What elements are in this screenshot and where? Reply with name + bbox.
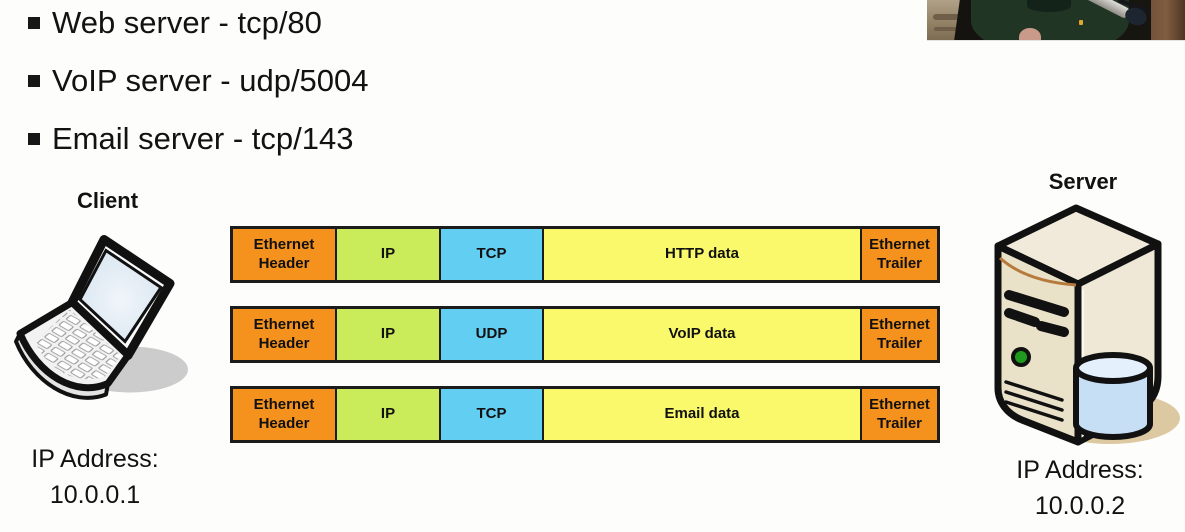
- bullet-label: VoIP server - udp/5004: [52, 63, 369, 98]
- server-ip-address: 10.0.0.2: [1034, 492, 1126, 520]
- segment-payload: Email data: [544, 389, 862, 440]
- segment-transport: UDP: [441, 309, 544, 360]
- packet-row-voip: Ethernet Header IP UDP VoIP data Etherne…: [230, 306, 940, 363]
- server-ip-label: IP Address:: [1016, 456, 1144, 484]
- bullet-item: VoIP server - udp/5004: [28, 62, 369, 120]
- segment-transport: TCP: [441, 229, 544, 280]
- segment-ethernet-header: Ethernet Header: [233, 229, 337, 280]
- bullet-icon: [28, 17, 40, 29]
- bullet-item: Email server - tcp/143: [28, 120, 369, 178]
- client-title: Client: [76, 188, 139, 213]
- client-ip: IP Address: 10.0.0.1: [0, 441, 190, 513]
- laptop-icon: [14, 235, 188, 400]
- shirt-logo: [1079, 20, 1083, 25]
- segment-ethernet-trailer: Ethernet Trailer: [862, 229, 937, 280]
- database-icon: [1073, 352, 1153, 440]
- bullet-label: Web server - tcp/80: [52, 5, 322, 40]
- server-title: Server: [1048, 169, 1118, 194]
- packet-row-email: Ethernet Header IP TCP Email data Ethern…: [230, 386, 940, 443]
- packet-row-http: Ethernet Header IP TCP HTTP data Etherne…: [230, 226, 940, 283]
- segment-ethernet-header: Ethernet Header: [233, 389, 337, 440]
- segment-ethernet-header: Ethernet Header: [233, 309, 337, 360]
- bullet-item: Web server - tcp/80: [28, 4, 369, 62]
- segment-ip: IP: [337, 389, 441, 440]
- presenter-video-overlay: [927, 0, 1185, 41]
- segment-payload: VoIP data: [544, 309, 862, 360]
- segment-payload: HTTP data: [544, 229, 862, 280]
- server-icon: [994, 204, 1180, 446]
- presenter-collar: [1027, 0, 1071, 12]
- client-ip-label: IP Address:: [31, 445, 159, 473]
- bullet-list: Web server - tcp/80 VoIP server - udp/50…: [28, 4, 369, 178]
- presenter-hand: [1019, 28, 1041, 40]
- led-icon: [1011, 347, 1031, 367]
- segment-transport: TCP: [441, 389, 544, 440]
- bullet-icon: [28, 75, 40, 87]
- bullet-icon: [28, 133, 40, 145]
- wood-cabinet-background: [1151, 0, 1185, 40]
- segment-ip: IP: [337, 229, 441, 280]
- bullet-label: Email server - tcp/143: [52, 121, 354, 156]
- segment-ethernet-trailer: Ethernet Trailer: [862, 389, 937, 440]
- server-ip: IP Address: 10.0.0.2: [985, 452, 1175, 524]
- segment-ip: IP: [337, 309, 441, 360]
- segment-ethernet-trailer: Ethernet Trailer: [862, 309, 937, 360]
- client-ip-address: 10.0.0.1: [49, 481, 141, 509]
